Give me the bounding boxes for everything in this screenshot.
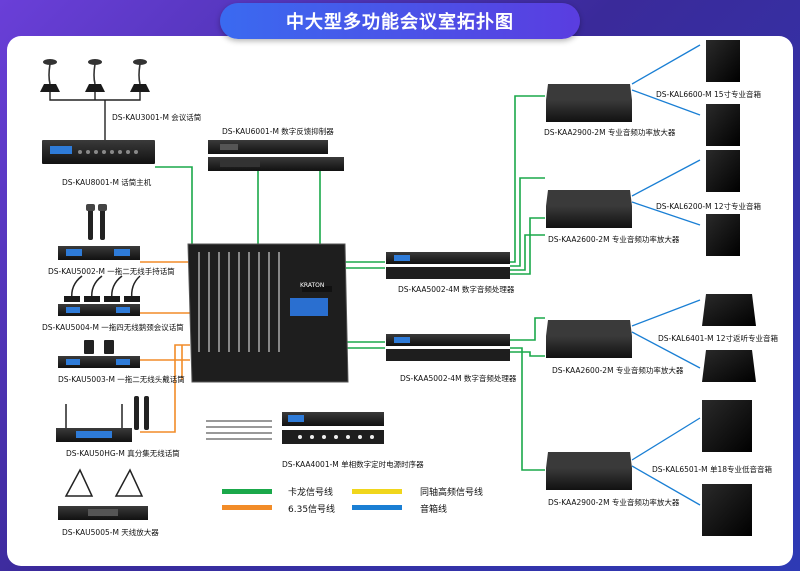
speaker-12-a [706, 150, 740, 192]
legend-swatches [222, 489, 402, 510]
amplifier-unit-4 [546, 452, 632, 490]
label-amp-1: DS-KAA2900-2M 专业音频功率放大器 [544, 128, 676, 137]
legend-swatch-speaker [352, 505, 402, 510]
label-amp-4: DS-KAA2900-2M 专业音频功率放大器 [548, 498, 680, 507]
legend-swatch-jack635 [222, 505, 272, 510]
label-spk-12: DS-KAL6200-M 12寸专业音箱 [656, 202, 762, 211]
speaker-12-b [706, 214, 740, 256]
label-spk-coax: DS-KAL6401-M 12寸返听专业音箱 [658, 334, 779, 343]
canon-wires [155, 95, 545, 471]
label-wireless-gooseneck: DS-KAU5004-M 一拖四无线鹅颈会议话筒 [42, 323, 184, 332]
processor-unit-2 [386, 334, 510, 361]
speaker-coax-a [702, 294, 756, 326]
speaker-wires [631, 44, 701, 506]
speaker-coax-b [702, 350, 756, 382]
conf-mic-1 [40, 59, 60, 92]
legend-swatch-coax [352, 489, 402, 494]
legend-swatch-canon [222, 489, 272, 494]
mixer-console [187, 243, 349, 383]
label-amp-3: DS-KAA2600-2M 专业音频功率放大器 [552, 366, 684, 375]
mic-bus-wires [49, 92, 141, 140]
label-wireless-lavalier: DS-KAU5003-M 一拖二无线头戴话筒 [58, 375, 185, 384]
label-amp-2: DS-KAA2600-2M 专业音频功率放大器 [548, 235, 680, 244]
speaker-15-b [706, 104, 740, 146]
legend-canon: 卡龙信号线 [288, 488, 334, 498]
conference-mics [40, 59, 150, 92]
label-conf-host: DS-KAU8001-M 话筒主机 [62, 178, 152, 187]
conference-host-unit [42, 140, 155, 164]
processor-unit-1 [386, 252, 510, 279]
label-processor-2: DS-KAA5002-4M 数字音频处理器 [400, 374, 517, 383]
label-spk-sub: DS-KAL6501-M 单18专业低音音箱 [652, 465, 773, 474]
amplifier-unit-3 [546, 320, 632, 358]
title-banner: 中大型多功能会议室拓扑图 [220, 3, 580, 39]
speaker-sub-b [702, 484, 752, 536]
amplifier-unit-2 [546, 190, 632, 228]
wireless-lavalier-unit [58, 340, 140, 368]
legend-speaker: 音箱线 [420, 505, 448, 515]
feedback-suppressor-unit [208, 140, 344, 171]
label-wireless-handheld: DS-KAU5002-M 一拖二无线手持话筒 [48, 267, 175, 276]
label-processor-1: DS-KAA5002-4M 数字音频处理器 [398, 285, 515, 294]
conf-mic-2 [85, 59, 105, 92]
antenna-amp-unit [58, 468, 148, 520]
uhf-wireless-unit [56, 396, 149, 442]
amplifier-unit-1 [546, 84, 632, 122]
speaker-sub-a [702, 400, 752, 452]
jack635-wires [140, 261, 190, 433]
label-uhf-wireless: DS-KAU50HG-M 真分集无线话筒 [66, 449, 180, 458]
label-antenna-amp: DS-KAU5005-M 天线放大器 [62, 528, 159, 537]
label-spk-15: DS-KAL6600-M 15寸专业音箱 [656, 90, 762, 99]
cable-bundle [206, 420, 272, 440]
label-sequencer: DS-KAA4001-M 单相数字定时电源时序器 [282, 460, 424, 469]
mixer-brand: KRATON [300, 282, 325, 289]
label-feedback-suppressor: DS-KAU6001-M 数字反馈抑制器 [222, 127, 334, 136]
wireless-handheld-unit [58, 204, 140, 260]
sequencer-unit [282, 412, 384, 444]
label-conf-mic: DS-KAU3001-M 会议话筒 [112, 113, 202, 122]
wireless-gooseneck-unit [58, 275, 141, 316]
page-title: 中大型多功能会议室拓扑图 [286, 12, 514, 33]
conf-mic-3 [130, 59, 150, 92]
legend-coax: 同轴高频信号线 [420, 488, 484, 498]
legend-jack635: 6.35信号线 [288, 505, 336, 515]
speaker-15-a [706, 40, 740, 82]
